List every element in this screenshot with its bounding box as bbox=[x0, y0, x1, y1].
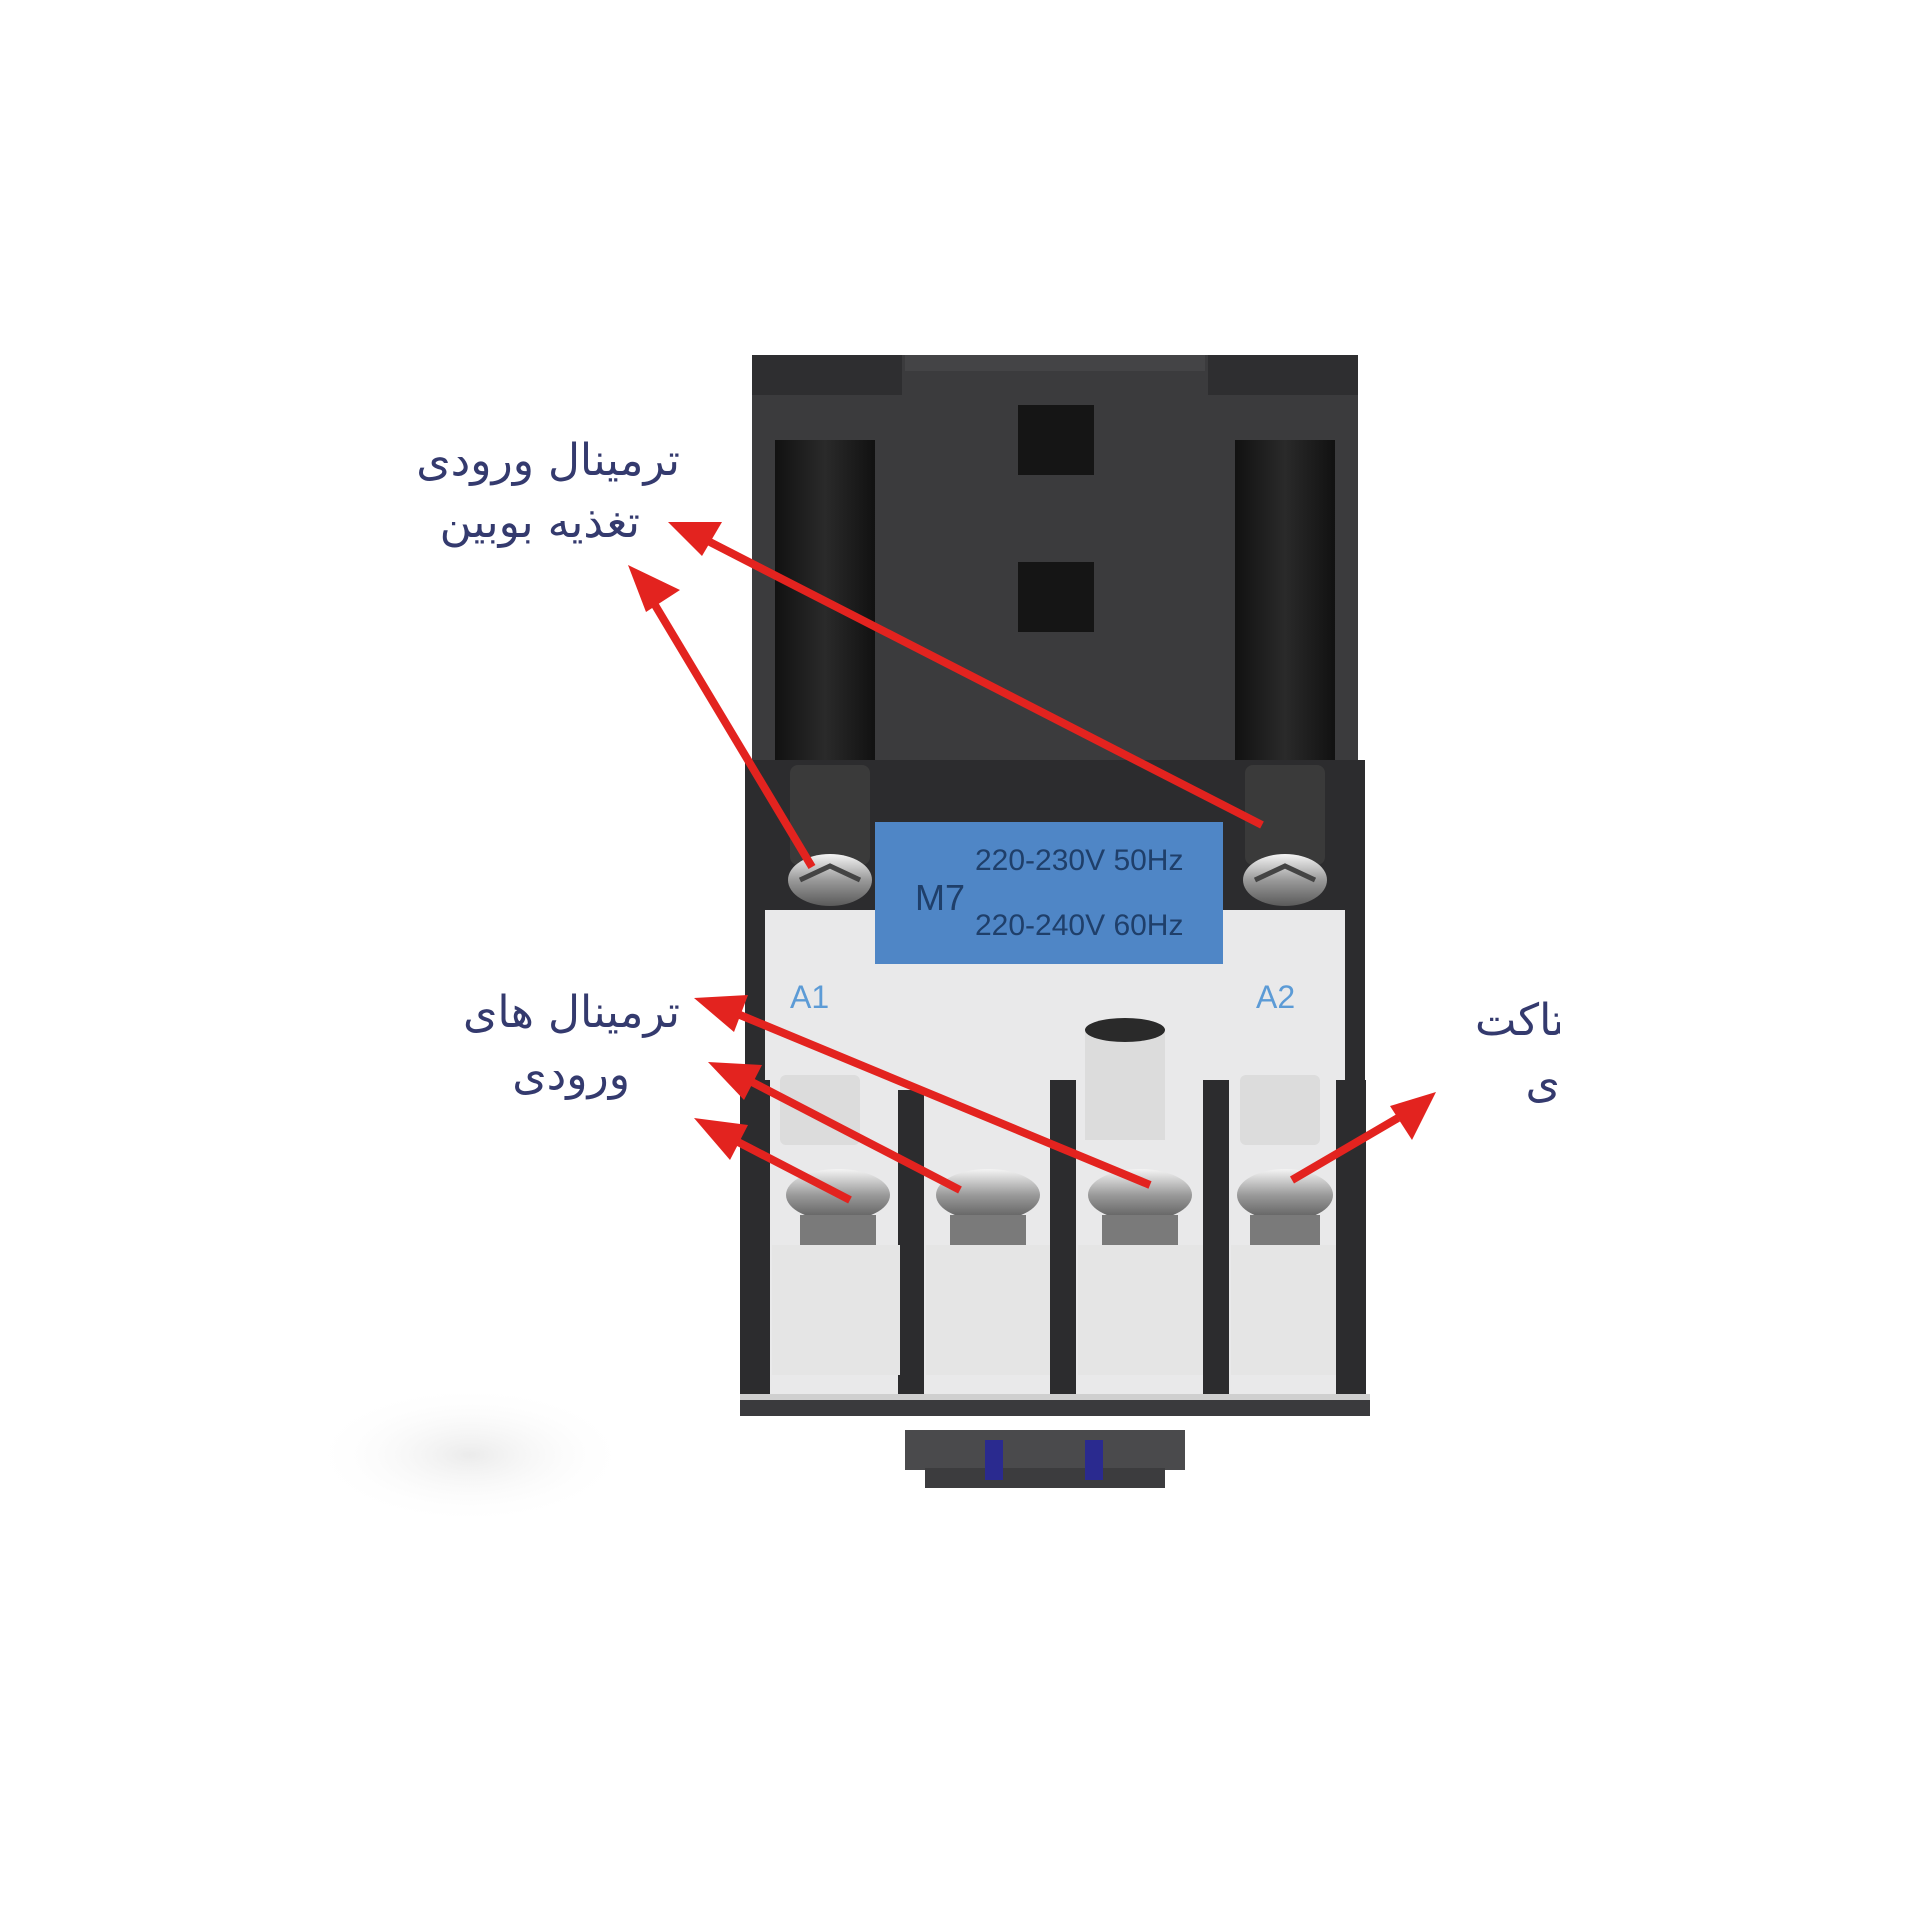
arrowhead-a2-coil bbox=[668, 522, 722, 556]
terminal-a2-mark: A2 bbox=[1256, 979, 1295, 1015]
arrowhead-aux-contact bbox=[1390, 1092, 1436, 1140]
arrowhead-input-2 bbox=[708, 1062, 762, 1100]
bottom-plate bbox=[740, 1398, 1370, 1416]
aux-callout-line-2: ی bbox=[1525, 1057, 1560, 1108]
model-code: M7 bbox=[915, 877, 965, 918]
annotation-arrows bbox=[628, 522, 1436, 1204]
arrow-input-3 bbox=[738, 1011, 1152, 1189]
coil-screw-a2 bbox=[1243, 765, 1327, 906]
arrowhead-input-1 bbox=[694, 1118, 748, 1160]
aux-contact-callout: کنتاکت ی bbox=[1400, 990, 1560, 1114]
center-plunger bbox=[1085, 1018, 1165, 1140]
input-terminal-callout: ترمینال های ورودی bbox=[420, 982, 680, 1106]
coil-rating-label: M7 220-230V 50Hz 220-240V 60Hz bbox=[875, 822, 1223, 964]
input-callout-line-2: ورودی bbox=[512, 1049, 630, 1100]
terminal-a1-mark: A1 bbox=[790, 979, 829, 1015]
top-square-window bbox=[1018, 405, 1094, 475]
power-terminal-3 bbox=[1078, 1169, 1203, 1375]
arrow-input-2 bbox=[746, 1076, 962, 1194]
coil-screw-a1 bbox=[788, 765, 872, 906]
arrow-aux-contact bbox=[1289, 1114, 1401, 1184]
arrow-a1-coil bbox=[648, 597, 816, 870]
aux-button bbox=[1240, 1075, 1320, 1145]
top-housing bbox=[752, 355, 1358, 785]
power-terminal-1 bbox=[772, 1169, 900, 1375]
floor-shadow bbox=[310, 1385, 630, 1525]
rating-60hz: 220-240V 60Hz bbox=[975, 909, 1183, 942]
input-callout-line-1: ترمینال های bbox=[462, 987, 680, 1038]
coil-callout-line-2: تغذیه بوبین bbox=[439, 497, 640, 548]
terminal-separators bbox=[740, 1080, 1366, 1400]
aux-callout-line-1: کنتاکت bbox=[1474, 995, 1560, 1046]
rating-50hz: 220-230V 50Hz bbox=[975, 844, 1183, 877]
din-clip bbox=[905, 1430, 1185, 1488]
coil-terminal-callout: ترمینال ورودی تغذیه بوبین bbox=[380, 430, 680, 554]
arrowhead-input-3 bbox=[694, 995, 748, 1032]
arrowhead-a1-coil bbox=[628, 565, 680, 612]
power-terminal-2 bbox=[926, 1169, 1050, 1375]
right-slot bbox=[1235, 440, 1335, 760]
bottom-square-window bbox=[1018, 562, 1094, 632]
arrow-a2-coil bbox=[704, 536, 1264, 829]
bottom-plate-highlight bbox=[740, 1394, 1370, 1400]
coil-callout-line-1: ترمینال ورودی bbox=[416, 435, 680, 486]
power-terminal-4 bbox=[1231, 1169, 1336, 1375]
arrow-input-1 bbox=[736, 1138, 852, 1204]
